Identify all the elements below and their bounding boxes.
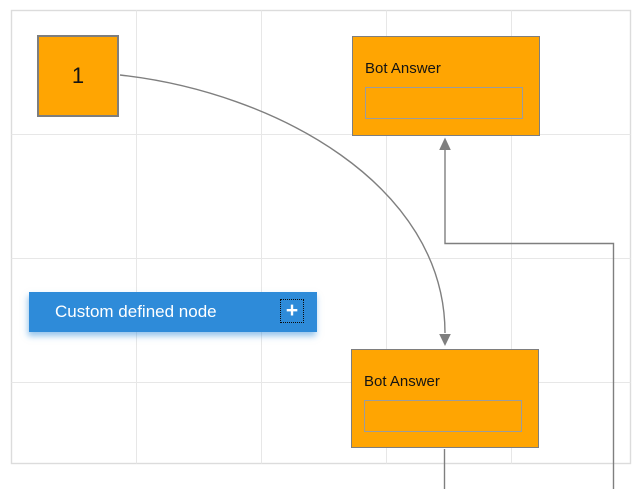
plus-icon[interactable]: + bbox=[280, 299, 304, 323]
page-grid bbox=[10, 9, 632, 465]
number-node[interactable]: 1 bbox=[37, 35, 119, 117]
curved-connector[interactable] bbox=[119, 74, 451, 346]
bot-answer-bottom-node[interactable]: Bot Answer bbox=[351, 349, 539, 448]
orthogonal-connector-path bbox=[444, 150, 615, 489]
bot-answer-top-node[interactable]: Bot Answer bbox=[352, 36, 540, 136]
curved-connector-path bbox=[119, 74, 446, 334]
bot-answer-top-title: Bot Answer bbox=[365, 60, 441, 77]
grid-lines bbox=[11, 10, 631, 464]
bot-answer-top-textbox[interactable] bbox=[365, 87, 523, 119]
page-border bbox=[10, 9, 632, 465]
number-node-label: 1 bbox=[71, 63, 85, 88]
custom-defined-node[interactable]: Custom defined node + bbox=[29, 292, 317, 332]
custom-defined-node-label: Custom defined node bbox=[55, 302, 217, 321]
bot-answer-bottom-textbox[interactable] bbox=[364, 400, 522, 432]
arrowhead-down-icon bbox=[439, 334, 451, 346]
bot-answer-bottom-title: Bot Answer bbox=[364, 373, 440, 390]
plus-icon-glyph: + bbox=[285, 298, 299, 322]
orthogonal-connector[interactable] bbox=[439, 137, 615, 489]
arrowhead-up-icon bbox=[439, 137, 451, 150]
